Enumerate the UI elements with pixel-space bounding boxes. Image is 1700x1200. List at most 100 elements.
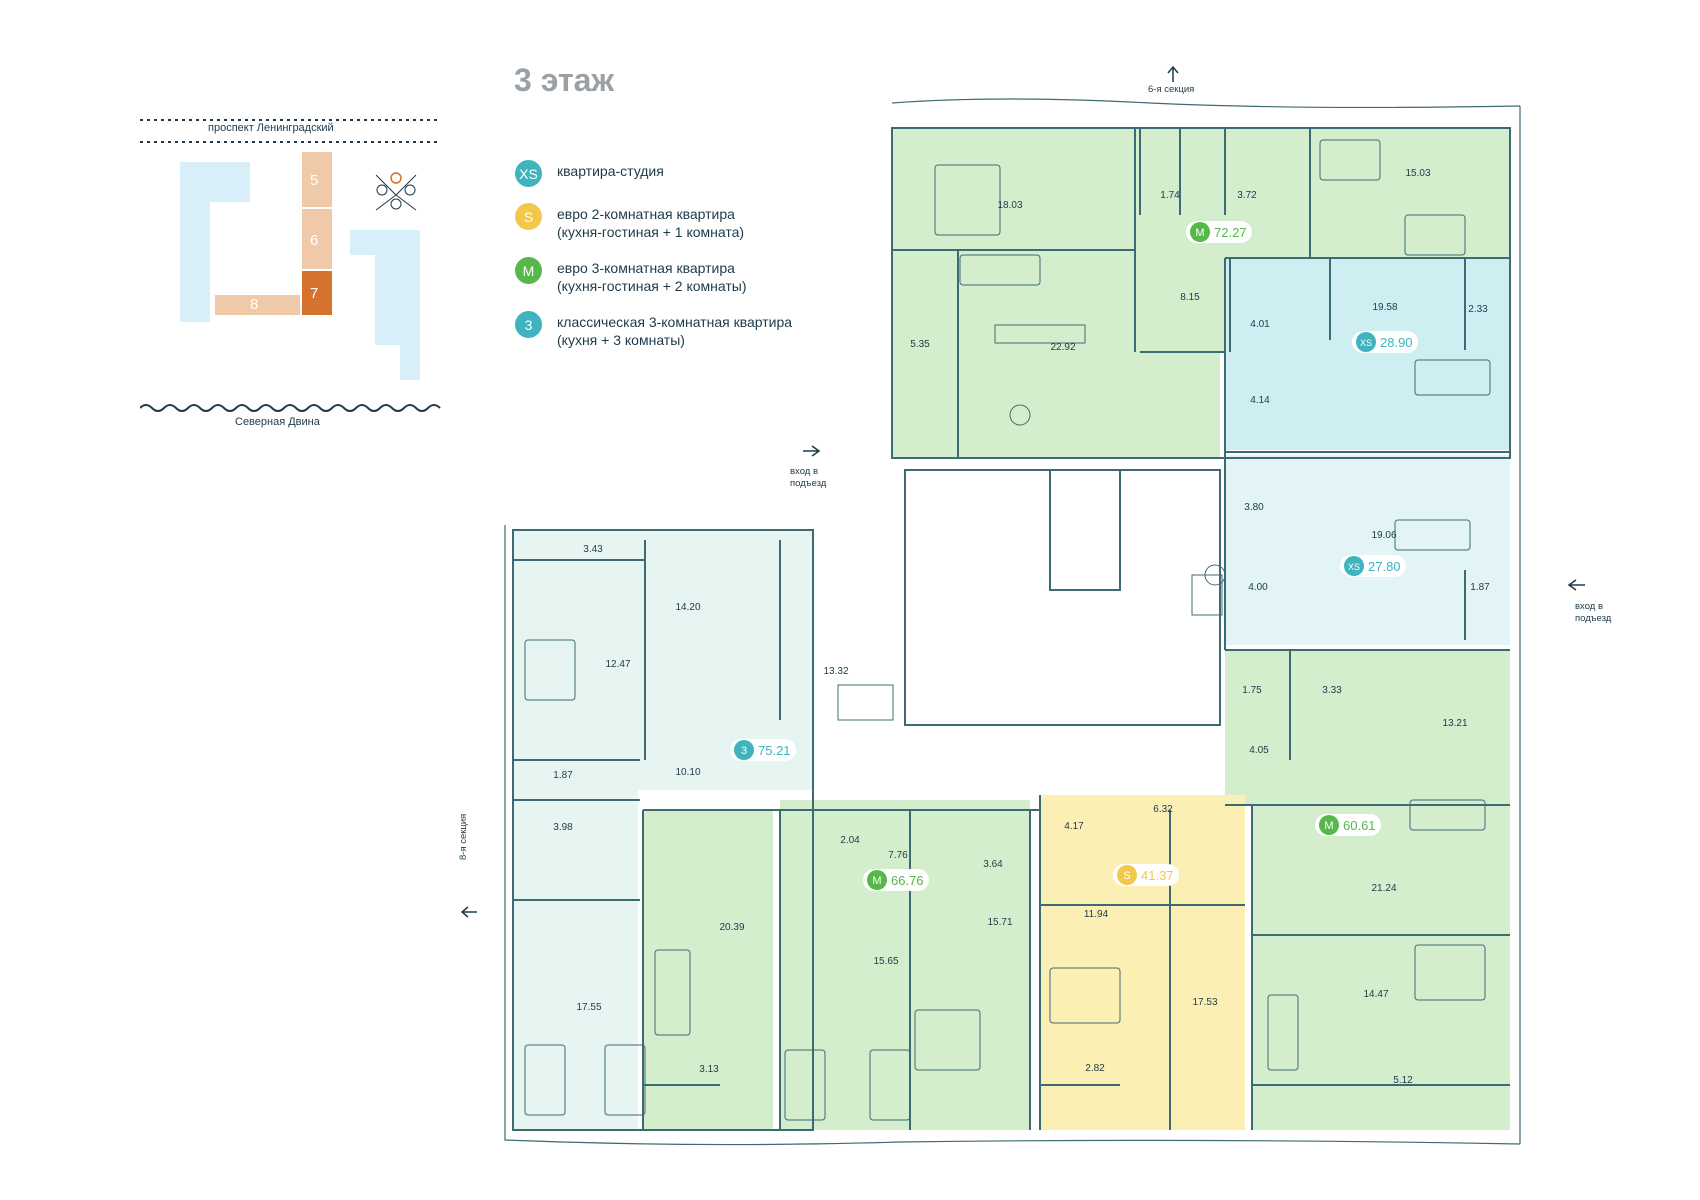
entrance-left-line1: вход в <box>790 466 818 477</box>
room-area-label: 1.87 <box>553 770 573 781</box>
bed-icon <box>1414 944 1486 1001</box>
sofa-icon <box>1414 359 1491 396</box>
room-area-label: 2.04 <box>840 835 860 846</box>
apartment-total-area: 72.27 <box>1214 225 1247 240</box>
river-label: Северная Двина <box>235 416 320 428</box>
room-area-label: 3.64 <box>983 859 1003 870</box>
room-area-label: 2.33 <box>1468 304 1488 315</box>
legend-text: классическая 3-комнатная квартира <box>557 314 793 330</box>
stove-icon <box>837 684 894 721</box>
apartment-total-area: 27.80 <box>1368 559 1401 574</box>
room-area-label: 21.24 <box>1371 883 1396 894</box>
room-area-label: 8.15 <box>1180 292 1200 303</box>
mini-map-graphic <box>139 119 441 412</box>
apartment-badge-60-61[interactable]: M 60.61 <box>1315 814 1381 836</box>
legend-text: (кухня-гостиная + 1 комната) <box>557 224 745 240</box>
room-area-label: 13.32 <box>823 666 848 677</box>
apartment-total-area: 41.37 <box>1141 868 1174 883</box>
apartment-total-area: 28.90 <box>1380 335 1413 350</box>
legend-text: (кухня-гостиная + 2 комнаты) <box>557 278 747 294</box>
legend-text: квартира-студия <box>557 163 664 179</box>
room-area-label: 17.55 <box>576 1002 601 1013</box>
room-area-label: 19.58 <box>1372 302 1397 313</box>
legend-badge-m: M <box>515 257 542 284</box>
apartment-badge-28-90[interactable]: XS 28.90 <box>1352 331 1418 353</box>
legend-item-studio: XS квартира-студия <box>515 160 875 187</box>
apartment-badge-66-76[interactable]: M 66.76 <box>863 869 929 891</box>
room-area-label: 7.76 <box>888 850 908 861</box>
block-8 <box>215 295 300 315</box>
block-8-label: 8 <box>250 296 259 313</box>
room-area-label: 20.39 <box>719 922 744 933</box>
block-5 <box>302 152 332 207</box>
room-area-label: 11.94 <box>1084 909 1109 920</box>
block-5-label: 5 <box>310 172 319 189</box>
block-7 <box>302 271 332 315</box>
room-area-label: 15.71 <box>987 917 1012 928</box>
entrance-right-line2: подъезд <box>1575 613 1612 624</box>
room-area-label: 1.74 <box>1160 190 1180 201</box>
sofa-icon <box>654 949 691 1036</box>
room-area-label: 15.65 <box>873 956 898 967</box>
compass-icon <box>375 172 417 211</box>
legend-badge-3: 3 <box>515 311 542 338</box>
bed-icon <box>934 164 1001 236</box>
room-area-label: 10.10 <box>675 767 700 778</box>
room-area-label: 6.32 <box>1153 804 1173 815</box>
room-area-label: 5.35 <box>910 339 930 350</box>
apartment-badge-41-37[interactable]: S 41.37 <box>1113 864 1179 886</box>
bed-icon <box>784 1049 826 1121</box>
apartment-total-area: 75.21 <box>758 743 791 758</box>
room-area-label: 4.14 <box>1250 395 1270 406</box>
room-area-label: 4.01 <box>1250 319 1270 330</box>
sofa-icon <box>1267 994 1299 1071</box>
block-6-label: 6 <box>310 232 319 249</box>
room-area-label: 5.12 <box>1393 1075 1413 1086</box>
apartment-type-label: M <box>1324 820 1333 832</box>
room-area-label: 14.20 <box>675 602 700 613</box>
apartment-28-fill <box>1225 258 1510 450</box>
room-area-label: 3.43 <box>583 544 603 555</box>
legend-text: евро 3-комнатная квартира <box>557 260 735 276</box>
sofa-icon <box>959 254 1041 286</box>
apartment-60-fill <box>1252 805 1510 1130</box>
bed-icon <box>869 1049 911 1121</box>
apartment-type-label: M <box>872 875 881 887</box>
block-7-label: 7 <box>310 285 319 302</box>
legend-item-euro2: S евро 2-комнатная квартира(кухня-гостин… <box>515 203 875 241</box>
entrance-left-line2: подъезд <box>790 478 827 489</box>
entrance-right-line1: вход в <box>1575 601 1603 612</box>
arrow-up-icon <box>1167 65 1179 82</box>
apartment-total-area: 66.76 <box>891 873 924 888</box>
apartment-41-fill <box>1040 795 1245 1130</box>
apartment-type-label: S <box>1123 870 1130 882</box>
bed-icon <box>914 1009 981 1071</box>
room-area-label: 4.00 <box>1248 582 1268 593</box>
bed-icon <box>604 1044 646 1116</box>
apartment-total-area: 60.61 <box>1343 818 1376 833</box>
room-area-label: 4.05 <box>1249 745 1269 756</box>
room-area-label: 1.75 <box>1242 685 1262 696</box>
bed-icon <box>524 639 576 701</box>
apartment-type-label: XS <box>1360 338 1372 348</box>
arrow-right-icon <box>803 445 821 457</box>
room-area-label: 2.82 <box>1085 1063 1105 1074</box>
room-area-label: 3.33 <box>1322 685 1342 696</box>
room-area-label: 3.72 <box>1237 190 1257 201</box>
room-area-label: 3.80 <box>1244 502 1264 513</box>
room-area-label: 14.47 <box>1363 989 1388 1000</box>
apartment-66-fill <box>780 800 1030 1130</box>
room-area-label: 15.03 <box>1405 168 1430 179</box>
legend-item-euro3: M евро 3-комнатная квартира (кухня-гостин… <box>515 257 875 295</box>
room-area-label: 18.03 <box>997 200 1022 211</box>
section-6-label: 6-я секция <box>1148 84 1195 95</box>
arrow-left-icon <box>1567 579 1585 591</box>
mini-map: проспект Ленинградский Северная Двина 5 … <box>139 110 450 460</box>
legend-item-classic3: 3 классическая 3-комнатная квартира(кухн… <box>515 311 875 349</box>
apartment-type-label: 3 <box>741 745 747 757</box>
block-6 <box>302 209 332 269</box>
